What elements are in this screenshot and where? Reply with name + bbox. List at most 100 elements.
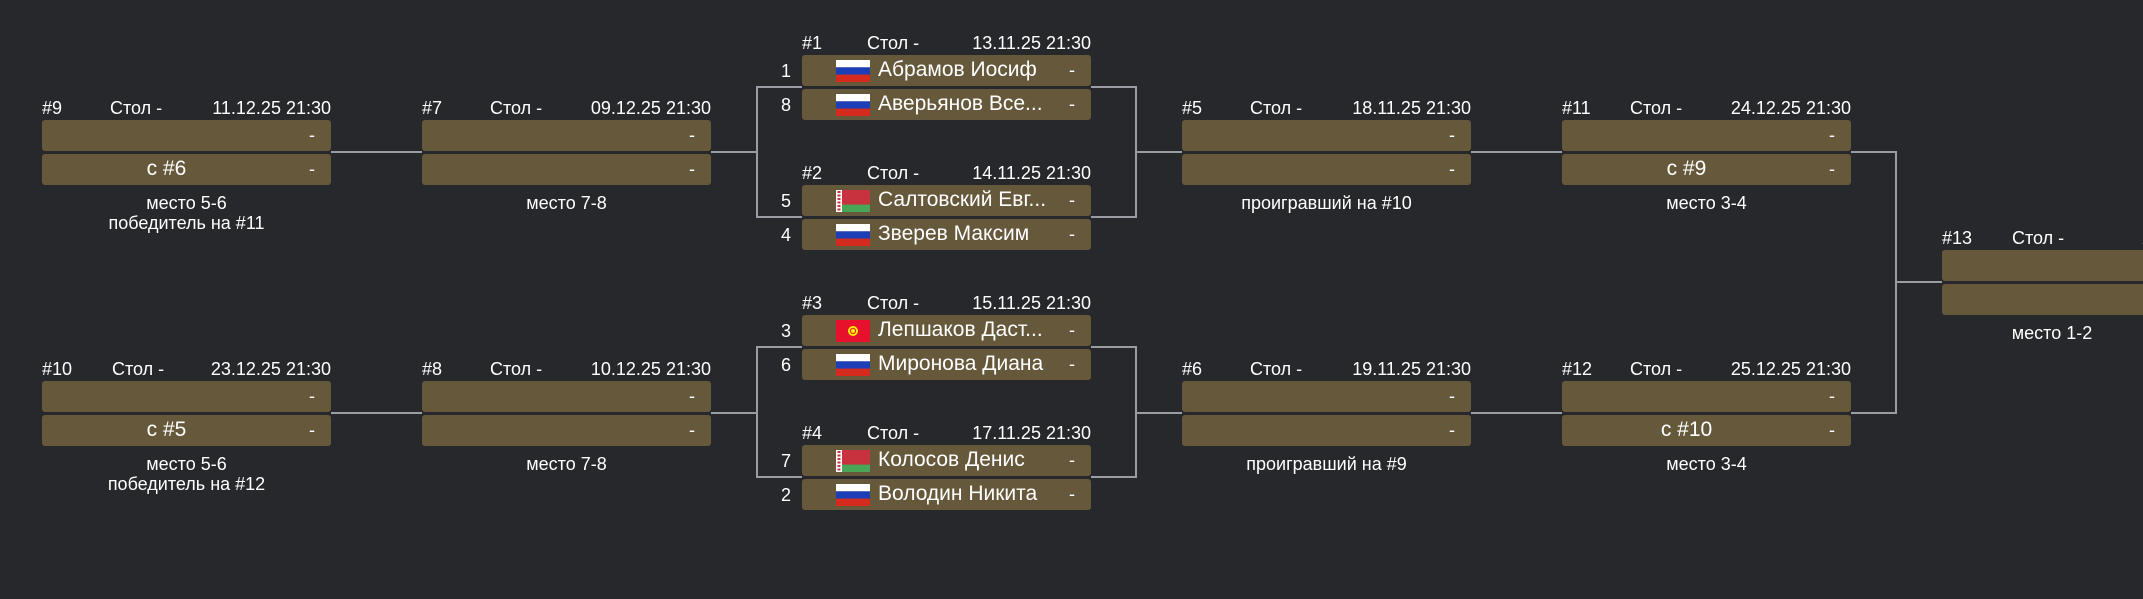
belarus-flag-icon bbox=[836, 450, 870, 472]
match-datetime: 24.12.25 21:30 bbox=[1730, 98, 1851, 118]
player-slot[interactable]: - bbox=[42, 120, 331, 151]
caption-line: место 5-6 bbox=[146, 454, 227, 474]
player-name[interactable]: Колосов Денис bbox=[878, 448, 1025, 471]
match-datetime: 25.12.25 21:30 bbox=[1730, 359, 1851, 379]
caption-line: место 1-2 bbox=[2011, 323, 2093, 343]
player-slot[interactable]: с #9 - bbox=[1562, 154, 1851, 185]
caption-line: место 3-4 bbox=[1666, 193, 1747, 213]
player-name[interactable]: Володин Никита bbox=[878, 482, 1038, 505]
player-slot[interactable]: - bbox=[422, 120, 711, 151]
score: - bbox=[309, 420, 315, 440]
match-header: #2 Стол - 14.11.25 21:30 bbox=[802, 163, 1091, 183]
caption-line: место 7-8 bbox=[526, 454, 607, 474]
player-name[interactable]: Лепшаков Даст... bbox=[878, 318, 1043, 341]
score: - bbox=[1069, 60, 1075, 80]
match-datetime: 13.11.25 21:30 bbox=[972, 33, 1091, 53]
match-number: #12 bbox=[1562, 359, 1593, 379]
match-number: #8 bbox=[422, 359, 443, 379]
match-number: #1 bbox=[802, 33, 823, 53]
score: - bbox=[1829, 159, 1835, 179]
player-slot[interactable]: - bbox=[1182, 381, 1471, 412]
player-slot[interactable]: - bbox=[1562, 381, 1851, 412]
score: - bbox=[1069, 190, 1075, 210]
player-slot[interactable]: - bbox=[422, 381, 711, 412]
slot-label: с #9 bbox=[1666, 157, 1707, 180]
player-slot[interactable]: - bbox=[1182, 415, 1471, 446]
match-datetime: 11.12.25 21:30 bbox=[212, 98, 331, 118]
caption-line: место 7-8 bbox=[526, 193, 607, 213]
match-table: Стол - bbox=[490, 359, 543, 379]
russia-flag-icon bbox=[836, 94, 870, 116]
player-name[interactable]: Аверьянов Все... bbox=[878, 92, 1043, 115]
match-table: Стол - bbox=[1630, 98, 1683, 118]
match-table: Стол - bbox=[867, 163, 920, 183]
bracket-connector bbox=[1091, 86, 1137, 218]
bracket-connector bbox=[1851, 151, 1897, 414]
match-datetime: 19.11.25 21:30 bbox=[1352, 359, 1471, 379]
match-caption: место 3-4 bbox=[1562, 193, 1851, 213]
player-name[interactable]: Абрамов Иосиф bbox=[878, 58, 1037, 81]
player-slot[interactable] bbox=[1942, 284, 2143, 315]
player-slot[interactable]: - bbox=[1182, 120, 1471, 151]
match-number: #7 bbox=[422, 98, 443, 118]
player-name[interactable]: Салтовский Евг... bbox=[878, 188, 1047, 211]
player-slot[interactable]: - bbox=[1182, 154, 1471, 185]
score: - bbox=[1829, 386, 1835, 406]
player-name[interactable]: Миронова Диана bbox=[878, 352, 1044, 375]
match-table: Стол - bbox=[1250, 98, 1303, 118]
player-slot[interactable] bbox=[1942, 250, 2143, 281]
match-datetime: 14.11.25 21:30 bbox=[972, 163, 1091, 183]
russia-flag-icon bbox=[836, 354, 870, 376]
score: - bbox=[689, 125, 695, 145]
player-slot[interactable]: с #10- bbox=[1562, 415, 1851, 446]
score: - bbox=[1069, 320, 1075, 340]
player-name[interactable]: Зверев Максим bbox=[878, 222, 1030, 245]
match-number: #3 bbox=[802, 293, 823, 313]
match-caption: место 7-8 bbox=[422, 193, 711, 213]
match-datetime: 26 bbox=[2142, 228, 2143, 249]
score: - bbox=[309, 159, 315, 179]
match-number: #2 bbox=[802, 163, 823, 183]
match-table: Стол - bbox=[867, 293, 920, 313]
caption-line: победитель на #12 bbox=[107, 474, 266, 494]
seed-number: 4 bbox=[780, 225, 791, 245]
player-slot[interactable]: - bbox=[422, 154, 711, 185]
slot-label: с #6 bbox=[146, 157, 187, 180]
player-slot[interactable]: - bbox=[42, 381, 331, 412]
player-slot[interactable]: с #6 - bbox=[42, 154, 331, 185]
player-slot[interactable]: - bbox=[422, 415, 711, 446]
match-caption: место 7-8 bbox=[422, 454, 711, 474]
match-caption: место 1-2 bbox=[1942, 323, 2143, 343]
caption-line: победитель на #11 bbox=[108, 213, 265, 233]
player-slot[interactable]: - bbox=[1562, 120, 1851, 151]
match-caption: проигравший на #9 bbox=[1182, 454, 1471, 474]
seed-number: 7 bbox=[780, 451, 791, 471]
score: - bbox=[1829, 125, 1835, 145]
seed-number: 6 bbox=[780, 355, 791, 375]
player-slot[interactable]: с #5- bbox=[42, 415, 331, 446]
score: - bbox=[309, 386, 315, 406]
